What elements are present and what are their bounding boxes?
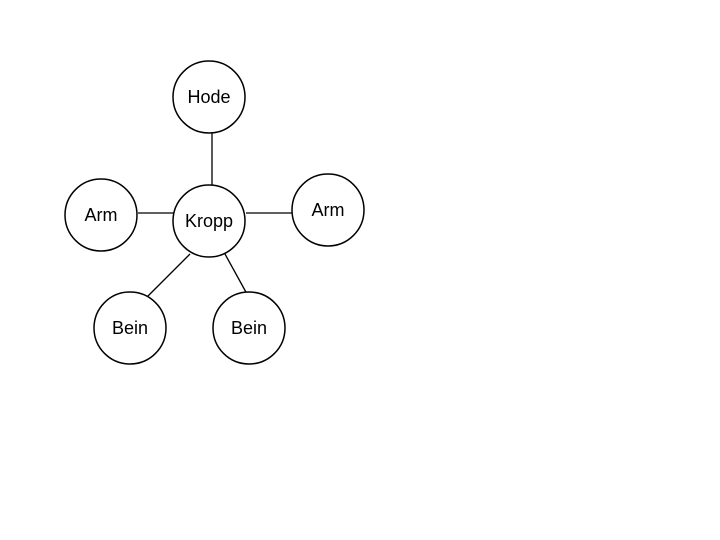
- node-kropp: Kropp: [172, 184, 246, 258]
- node-arm-left: Arm: [64, 178, 138, 252]
- node-arm-right: Arm: [291, 173, 365, 247]
- edge-kropp-bein-right: [224, 253, 248, 295]
- node-hode: Hode: [172, 60, 246, 134]
- node-label-bein-left: Bein: [112, 318, 148, 338]
- node-bein-left: Bein: [93, 291, 167, 365]
- node-bein-right: Bein: [212, 291, 286, 365]
- node-label-hode: Hode: [187, 87, 230, 107]
- edge-kropp-bein-left: [145, 253, 191, 299]
- node-label-kropp: Kropp: [185, 211, 233, 231]
- node-label-arm-right: Arm: [312, 200, 345, 220]
- node-label-arm-left: Arm: [85, 205, 118, 225]
- node-label-bein-right: Bein: [231, 318, 267, 338]
